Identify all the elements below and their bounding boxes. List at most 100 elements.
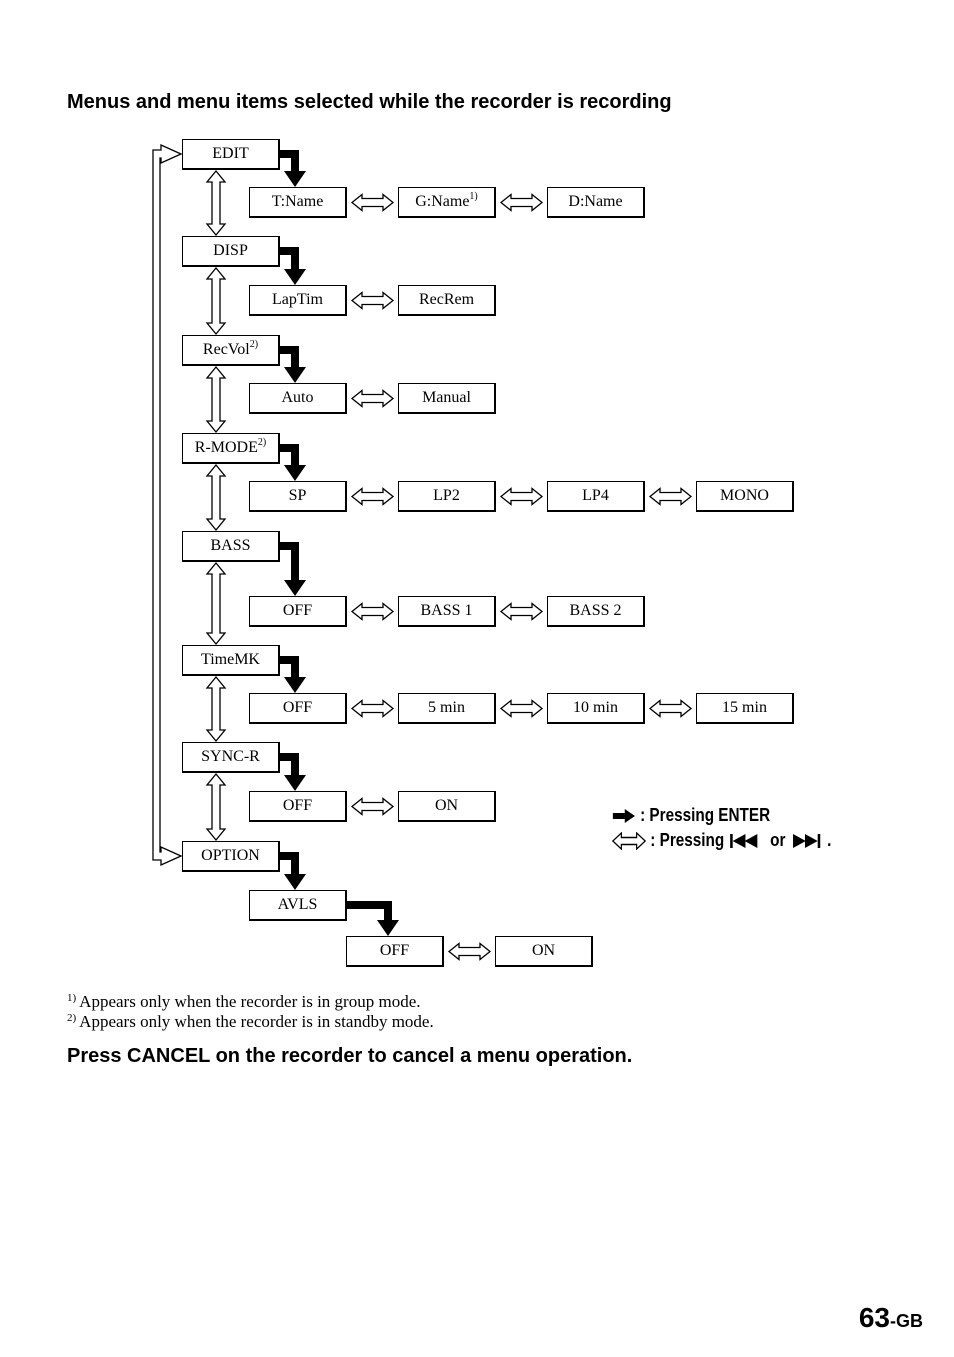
menu-r-mode: R-MODE2): [182, 433, 280, 464]
double-arrow-r-mode-3: [648, 487, 693, 506]
menu-edit-label: EDIT: [212, 145, 249, 162]
double-arrow-edit-2: [499, 193, 544, 212]
legend-lr-text: : Pressing: [650, 830, 725, 850]
option-option-avls-label: AVLS: [277, 896, 318, 913]
legend-left-right: : Pressing or .: [611, 830, 832, 851]
option-timemk-10-min-label: 10 min: [573, 699, 618, 716]
menu-bass: BASS: [182, 531, 280, 562]
option-recvol-auto: Auto: [249, 383, 347, 414]
enter-arrow-timemk: [280, 656, 306, 693]
vertical-arrow-recvol: [205, 365, 227, 434]
menu-timemk-label: TimeMK: [201, 651, 260, 668]
menu-disp: DISP: [182, 236, 280, 267]
option-avls-on-label: ON: [531, 942, 556, 959]
double-arrow-r-mode-2: [499, 487, 544, 506]
menu-option: OPTION: [182, 841, 280, 872]
hollow-double-arrow-icon: [611, 831, 647, 851]
double-arrow-r-mode-1: [350, 487, 395, 506]
double-arrow-avls: [447, 942, 492, 961]
double-arrow-disp-1: [350, 291, 395, 310]
option-edit-g-name-label: G:Name: [415, 193, 470, 210]
double-arrow-sync-r-1: [350, 797, 395, 816]
option-timemk-5-min-label: 5 min: [428, 699, 465, 716]
option-disp-laptim-label: LapTim: [272, 291, 323, 308]
enter-arrow-recvol: [280, 346, 306, 383]
legend-enter-text: : Pressing ENTER: [640, 805, 771, 825]
menu-edit: EDIT: [182, 139, 280, 170]
option-sync-r-on-label: ON: [434, 797, 459, 814]
legend-enter: : Pressing ENTER: [612, 805, 770, 826]
option-sync-r-on: ON: [398, 791, 496, 822]
vertical-arrow-sync-r: [205, 772, 227, 842]
footnote-1-mark: 1): [67, 992, 77, 1004]
option-disp-recrem-label: RecRem: [418, 291, 475, 308]
page-number-value: 63: [858, 1302, 890, 1333]
diagram-arrows: [152, 143, 693, 961]
enter-arrow-r-mode: [280, 444, 306, 481]
enter-arrow-edit: [280, 150, 306, 187]
option-recvol-manual-label: Manual: [422, 389, 471, 406]
menu-timemk: TimeMK: [182, 645, 280, 676]
option-recvol-manual: Manual: [398, 383, 496, 414]
double-arrow-recvol-1: [350, 389, 395, 408]
option-timemk-off: OFF: [249, 693, 347, 724]
option-timemk-5-min: 5 min: [398, 693, 496, 724]
option-sync-r-off-label: OFF: [282, 797, 313, 814]
option-r-mode-lp4-label: LP4: [582, 487, 609, 504]
option-bass-bass-2: BASS 2: [547, 596, 645, 627]
option-edit-g-name-note: 1): [469, 191, 478, 202]
option-disp-laptim: LapTim: [249, 285, 347, 316]
menu-sync-r: SYNC-R: [182, 742, 280, 773]
vertical-arrow-r-mode: [205, 463, 227, 532]
option-r-mode-mono: MONO: [696, 481, 794, 512]
enter-arrow-option: [280, 852, 306, 890]
option-bass-bass-2-label: BASS 2: [569, 602, 622, 619]
menu-r-mode-label: R-MODE: [194, 439, 258, 456]
option-avls-on: ON: [495, 936, 593, 967]
legend-or-text: or: [770, 830, 786, 850]
footnote-1: 1)Appears only when the recorder is in g…: [67, 992, 421, 1012]
legend-period: .: [827, 830, 832, 850]
option-bass-off: OFF: [249, 596, 347, 627]
footnote-2-text: Appears only when the recorder is in sta…: [79, 1012, 434, 1031]
double-arrow-timemk-2: [499, 699, 544, 718]
menu-recvol-label: RecVol: [202, 341, 250, 358]
menu-option-label: OPTION: [201, 847, 260, 864]
option-timemk-off-label: OFF: [282, 699, 313, 716]
double-arrow-edit-1: [350, 193, 395, 212]
loop-arrow: [152, 143, 183, 867]
double-arrow-bass-2: [499, 602, 544, 621]
option-bass-off-label: OFF: [282, 602, 313, 619]
option-disp-recrem: RecRem: [398, 285, 496, 316]
option-bass-bass-1-label: BASS 1: [420, 602, 473, 619]
footnote-2-mark: 2): [67, 1012, 77, 1024]
enter-arrow-sync-r: [280, 753, 306, 791]
option-r-mode-lp2-label: LP2: [433, 487, 460, 504]
option-edit-g-name: G:Name1): [398, 187, 496, 218]
option-r-mode-lp2: LP2: [398, 481, 496, 512]
previous-track-icon: [730, 834, 758, 849]
cancel-instruction: Press CANCEL on the recorder to cancel a…: [67, 1045, 633, 1067]
page-title: Menus and menu items selected while the …: [67, 91, 672, 113]
double-arrow-timemk-1: [350, 699, 395, 718]
option-timemk-15-min: 15 min: [696, 693, 794, 724]
menu-r-mode-note: 2): [257, 437, 267, 448]
menu-recvol: RecVol2): [182, 335, 280, 366]
vertical-arrow-edit: [205, 169, 227, 237]
solid-right-arrow-icon: [612, 809, 635, 824]
option-edit-t-name-label: T:Name: [271, 193, 324, 210]
option-sync-r-off: OFF: [249, 791, 347, 822]
footnote-2: 2)Appears only when the recorder is in s…: [67, 1012, 434, 1032]
enter-arrow-bass: [280, 542, 306, 596]
page-number-suffix: -GB: [890, 1311, 923, 1331]
page-number: 63-GB: [859, 1302, 923, 1334]
vertical-arrow-bass: [205, 561, 227, 646]
vertical-arrow-timemk: [205, 675, 227, 743]
option-r-mode-lp4: LP4: [547, 481, 645, 512]
double-arrow-timemk-3: [648, 699, 693, 718]
option-edit-t-name: T:Name: [249, 187, 347, 218]
double-arrow-bass-1: [350, 602, 395, 621]
option-avls-off: OFF: [346, 936, 444, 967]
menu-recvol-note: 2): [249, 339, 259, 350]
option-recvol-auto-label: Auto: [281, 389, 314, 406]
